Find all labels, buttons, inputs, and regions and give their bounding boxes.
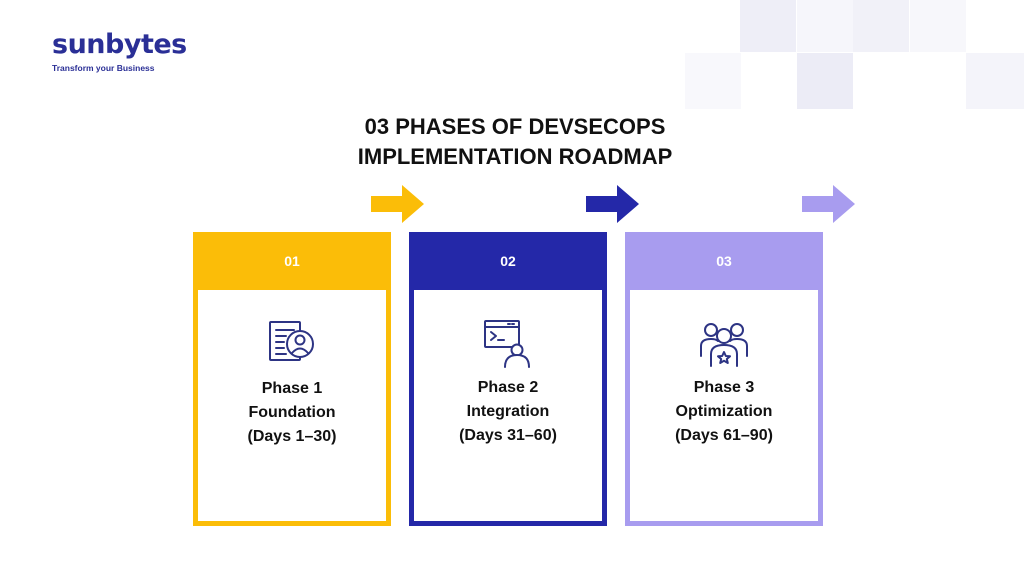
decorative-square xyxy=(797,53,853,109)
phase-card-body: Phase 3 Optimization (Days 61–90) xyxy=(625,290,823,526)
phase-card-body: Phase 2 Integration (Days 31–60) xyxy=(409,290,607,526)
decorative-square xyxy=(685,53,741,109)
phase-days: (Days 31–60) xyxy=(459,427,557,444)
phase-description: Phase 2 Integration (Days 31–60) xyxy=(414,376,602,448)
phase-number-header: 03 xyxy=(625,232,823,290)
phase-name: Foundation xyxy=(248,404,336,421)
decorative-square xyxy=(797,0,853,52)
decorative-square xyxy=(853,0,909,52)
phase-description: Phase 1 Foundation (Days 1–30) xyxy=(198,377,386,449)
phase-number: 01 xyxy=(284,253,300,269)
team-star-icon xyxy=(700,323,748,367)
phase-days: (Days 61–90) xyxy=(675,427,773,444)
brand-name: sunbytes xyxy=(52,29,187,60)
arrow-right-icon xyxy=(371,185,424,223)
brand-tagline: Transform your Business xyxy=(52,63,155,73)
phase-name: Optimization xyxy=(675,403,773,420)
phase-title: Phase 3 xyxy=(693,379,755,396)
phase-card-1: 01 Phase 1 Foundation (Days 1–30) xyxy=(193,232,391,526)
terminal-user-icon xyxy=(484,320,530,368)
page-title-line-1: 03 PHASES OF DEVSECOPS xyxy=(364,114,666,139)
phase-days: (Days 1–30) xyxy=(247,428,337,445)
phase-card-body: Phase 1 Foundation (Days 1–30) xyxy=(193,290,391,526)
brand-logo: sunbytes Transform your Business xyxy=(52,29,187,74)
arrow-right-icon xyxy=(586,185,639,223)
decorative-square xyxy=(740,0,796,52)
phase-title: Phase 1 xyxy=(261,380,323,397)
phase-number: 02 xyxy=(500,253,516,269)
phase-number: 03 xyxy=(716,253,732,269)
decorative-square xyxy=(910,0,966,52)
phase-title: Phase 2 xyxy=(477,379,539,396)
phase-number-header: 02 xyxy=(409,232,607,290)
phase-card-2: 02 Phase 2 Integration (Days 31–60) xyxy=(409,232,607,526)
phase-card-3: 03 Phase 3 Optimization (Days 61–90) xyxy=(625,232,823,526)
arrow-right-icon xyxy=(802,185,855,223)
phase-number-header: 01 xyxy=(193,232,391,290)
decorative-square xyxy=(966,53,1024,109)
phase-description: Phase 3 Optimization (Days 61–90) xyxy=(630,376,818,448)
phase-name: Integration xyxy=(466,403,550,420)
decorative-squares xyxy=(0,0,1024,120)
document-user-icon xyxy=(269,321,314,361)
page-title-line-2: IMPLEMENTATION ROADMAP xyxy=(357,144,673,169)
